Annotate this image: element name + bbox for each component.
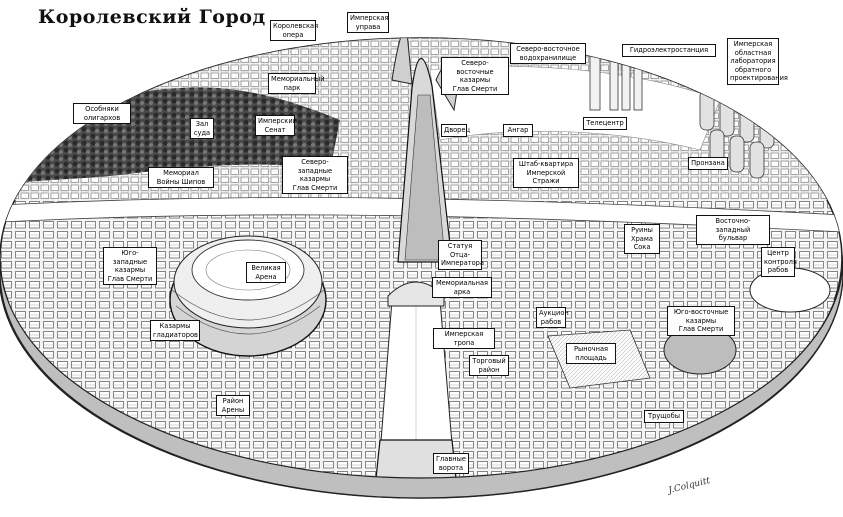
label-royal-opera: Королевская опера [270,20,318,42]
label-slums: Трущобы [644,410,684,423]
label-memorial-park: Мемориальный парк [268,73,325,95]
label-arena-district: Район Арены [216,395,250,417]
label-gladiator-barracks: Казармы гладиаторов [150,320,200,342]
label-great-arena: Великая Арена [246,262,286,284]
city-wall-front [0,257,843,499]
label-trade-district: Торговый район [469,355,509,377]
label-nw-barracks: Северо-западные казармы Глав Смерти [282,156,348,195]
map-title: Королевский Город [38,6,266,28]
label-imperial-path: Имперская тропа [433,328,495,350]
label-pronzana: Пронзана [688,157,728,170]
label-imperial-administration: Имперская управа [347,12,389,34]
label-imperial-guard-hq: Штаб-квартира Имперской Стражи [513,158,579,188]
label-oligarch-mansions: Особняки олигархов [73,103,131,125]
label-auction: Аукцион рабов [536,307,569,329]
label-palace: Дворец [441,124,470,137]
label-se-barracks: Юго-восточные казармы Глав Смерти [667,306,735,336]
label-court-hall: Зал суда [190,118,214,140]
label-sw-barracks: Юго-западные казармы Глав Смерти [103,247,157,286]
label-spike-war-memorial: Мемориал Войны Шипов [148,167,214,189]
label-imperial-arch: Мемориальная арка [432,277,492,299]
label-ne-barracks: Северо-восточные казармы Глав Смерти [441,57,509,96]
label-hydro-plant: Гидроэлектростанция [622,44,716,57]
label-father-emperor-statue: Статуя Отца- Императора [438,240,484,270]
label-telecenter: Телецентр [583,117,627,130]
label-imperial-lab: Имперская областная лаборатория обратног… [727,38,788,85]
label-main-gate: Главные ворота [433,453,469,475]
label-ne-reservoir: Северо-восточное водохранилище [510,43,586,65]
label-east-west-boulevard: Восточно-западный бульвар [696,215,770,245]
label-imperial-senate: Имперский Сенат [255,115,297,137]
label-market-square: Рыночная площадь [566,343,616,365]
label-hangar: Ангар [503,124,533,137]
imperial-arch [387,281,445,307]
label-temple-ruins: Руины Храма Сока [624,224,660,254]
label-labor-control-center: Центр контроля рабов [761,247,797,277]
